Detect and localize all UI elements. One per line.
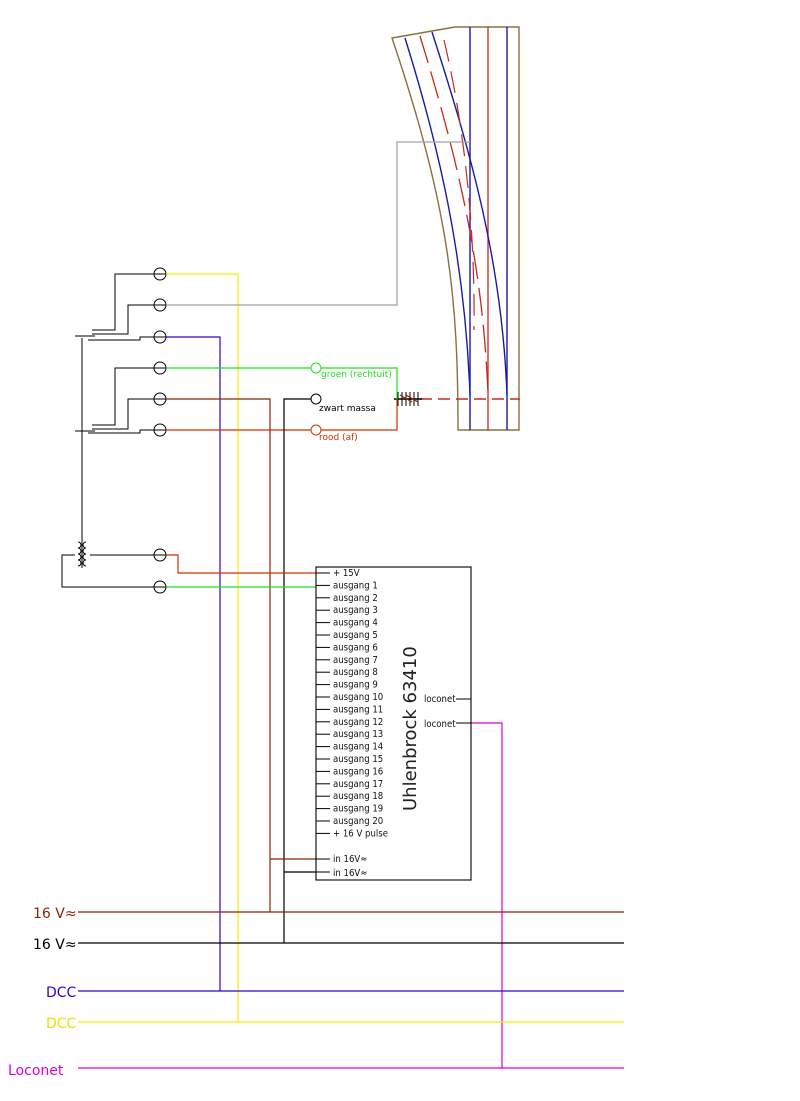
bus-label-dcc-yellow: DCC xyxy=(46,1016,77,1032)
loconet-pin-label: loconet xyxy=(424,694,456,705)
signal-red-label: rood (af) xyxy=(319,433,358,443)
module-pin-label: ausgang 20 xyxy=(333,816,383,827)
power-pin-label: in 16V≈ xyxy=(333,868,367,879)
module-pin-label: ausgang 6 xyxy=(333,642,378,653)
bus-label-16v-brown: 16 V≈ xyxy=(33,906,77,922)
module-pin-label: ausgang 3 xyxy=(333,605,378,616)
signal-common-label: zwart massa xyxy=(319,404,376,414)
turnout-track xyxy=(391,26,520,431)
module-pin-label: + 16 V pulse xyxy=(333,828,388,839)
module-pin-label: ausgang 15 xyxy=(333,754,383,765)
module-pin-label: ausgang 7 xyxy=(333,655,378,666)
module-pin-label: + 15V xyxy=(333,568,360,579)
diverging-rail-outer xyxy=(404,37,471,396)
module-pin-label: ausgang 8 xyxy=(333,667,378,678)
signal-symbol xyxy=(394,392,422,406)
module-box xyxy=(315,566,472,881)
module-pin-label: ausgang 2 xyxy=(333,593,378,604)
power-pin-label: in 16V≈ xyxy=(333,854,367,865)
loconet-pin-label: loconet xyxy=(424,719,456,730)
module-pin-label: ausgang 14 xyxy=(333,742,383,753)
transformer-icon xyxy=(77,540,87,568)
module-pin-label: ausgang 4 xyxy=(333,618,378,629)
wire-magenta-loconet xyxy=(470,722,503,1068)
power-pins: in 16V≈ in 16V≈ xyxy=(316,854,367,879)
diverging-centerline-2 xyxy=(443,39,475,331)
module-pin-label: ausgang 1 xyxy=(333,580,378,591)
bus-label-dcc-blue: DCC xyxy=(46,985,77,1001)
left-wiring xyxy=(61,273,160,588)
module-pin-label: ausgang 12 xyxy=(333,717,383,728)
module-pin-label: ausgang 9 xyxy=(333,680,378,691)
diverging-rail-inner xyxy=(431,31,508,396)
wire-blue-dcc xyxy=(166,336,221,991)
module-pin-label: ausgang 10 xyxy=(333,692,383,703)
bus-label-16v-black: 16 V≈ xyxy=(33,937,77,953)
diverging-centerline xyxy=(419,35,489,396)
wire-yellow-dcc xyxy=(166,273,239,1022)
module-title: Uhlenbrock 63410 xyxy=(400,646,421,811)
signal-green-label: groen (rechtuit) xyxy=(321,370,392,380)
module-pin-label: ausgang 18 xyxy=(333,791,383,802)
signal-green-terminal xyxy=(310,362,322,374)
wire-brown-bus xyxy=(166,398,271,912)
module-pin-label: ausgang 13 xyxy=(333,729,383,740)
module-pin-label: ausgang 16 xyxy=(333,766,383,777)
module-pin-label: ausgang 19 xyxy=(333,804,383,815)
signal-red-terminal xyxy=(310,424,322,436)
signal-common-terminal xyxy=(310,393,322,405)
wire-black-common xyxy=(283,398,316,943)
wire-grey-track xyxy=(166,141,470,306)
track-outline xyxy=(391,26,520,431)
module-pin-label: ausgang 11 xyxy=(333,704,383,715)
module-pin-label: ausgang 17 xyxy=(333,779,383,790)
right-pins: loconet loconet xyxy=(424,694,471,730)
bus-label-loconet: Loconet xyxy=(8,1063,64,1079)
wire-orange-15v xyxy=(166,554,316,574)
module-pin-label: ausgang 5 xyxy=(333,630,378,641)
wires xyxy=(166,141,503,1068)
bus-lines xyxy=(78,911,624,1069)
